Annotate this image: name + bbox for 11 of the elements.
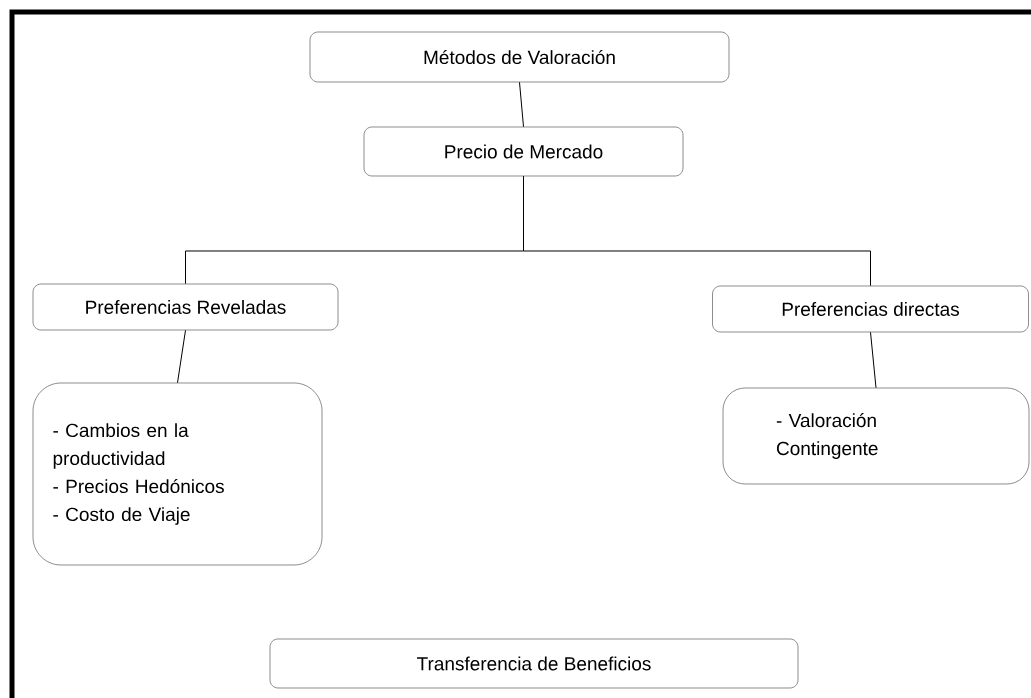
process-box: Preferencias Reveladas — [32, 283, 339, 331]
process-box: Preferencias directas — [712, 285, 1029, 333]
process-box: Transferencia de Beneficios — [269, 638, 799, 689]
connector-line — [870, 331, 877, 389]
process-box: Precio de Mercado — [363, 126, 684, 177]
list-box: - Valoración Contingente — [722, 387, 1030, 485]
connector-line — [177, 329, 186, 384]
list-box: - Cambios en la productividad - Precios Hedónicos - Costo de Viaje — [32, 382, 323, 566]
connector-line — [523, 175, 871, 287]
connector-line — [519, 81, 524, 128]
process-box: Métodos de Valoración — [309, 31, 730, 83]
